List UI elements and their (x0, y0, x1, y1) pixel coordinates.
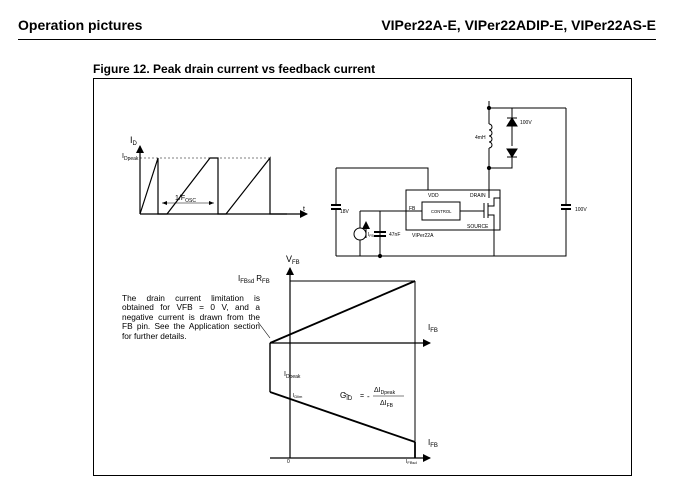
label-equals: = (360, 393, 364, 400)
test-circuit (331, 101, 571, 259)
label-vdd: VDD (428, 193, 439, 199)
product-title: VIPer22A-E, VIPer22ADIP-E, VIPer22AS-E (381, 17, 656, 33)
annotation-note: The drain current limitation is obtained… (122, 293, 260, 341)
zener-diode (506, 117, 518, 127)
label-ifb-bottom: IFB (428, 438, 438, 449)
label-numerator: ΔIDpeak (374, 387, 396, 396)
label-ifb: IFB (368, 232, 375, 238)
label-18v: 18V (340, 209, 350, 215)
period-label: 1/FOSC (175, 195, 196, 204)
label-fb: FB (409, 206, 416, 212)
label-idpeak: IDpeak (284, 371, 301, 380)
label-100v-top: 100V (520, 120, 532, 126)
circuit-labels: 100V 4mH 18V VDD DRAIN FB CONTROL SOURCE… (340, 120, 587, 239)
label-idlim: IDlim (293, 393, 303, 399)
vfb-line (269, 280, 416, 344)
waveform-y-label: ID (130, 135, 138, 147)
rectifier-diode (506, 148, 518, 158)
waveform-plot: ID IDpeak t 1/FOSC (122, 135, 308, 218)
label-zero: 0 (287, 459, 290, 465)
label-viper22a: VIPer22A (412, 233, 434, 239)
ic-outer (405, 189, 501, 231)
label-ifbsd-bottom: IFBsd (406, 459, 417, 465)
label-ifb-top: IFB (428, 323, 438, 334)
transfer-graph (257, 267, 431, 462)
label-47nf: 47nF (389, 232, 400, 238)
label-drain: DRAIN (470, 193, 486, 199)
label-100v-right: 100V (575, 207, 587, 213)
waveform-ramps (139, 156, 287, 215)
label-vfb: VFB (286, 254, 300, 266)
idpeak-line (269, 391, 416, 443)
label-control: CONTROL (431, 209, 452, 214)
figure-frame (93, 78, 632, 476)
label-4mh: 4mH (475, 135, 486, 141)
current-source (353, 227, 367, 241)
label-minus: - (367, 392, 370, 401)
waveform-t-label: t (303, 206, 305, 213)
label-denominator: ΔIFB (380, 400, 394, 409)
inductor (488, 123, 493, 149)
header-rule (18, 39, 656, 40)
section-title: Operation pictures (18, 17, 143, 33)
label-gid: GID (340, 391, 353, 402)
waveform-peak-label: IDpeak (122, 153, 139, 162)
label-source: SOURCE (467, 224, 489, 230)
figure-title: Figure 12. Peak drain current vs feedbac… (93, 62, 376, 76)
